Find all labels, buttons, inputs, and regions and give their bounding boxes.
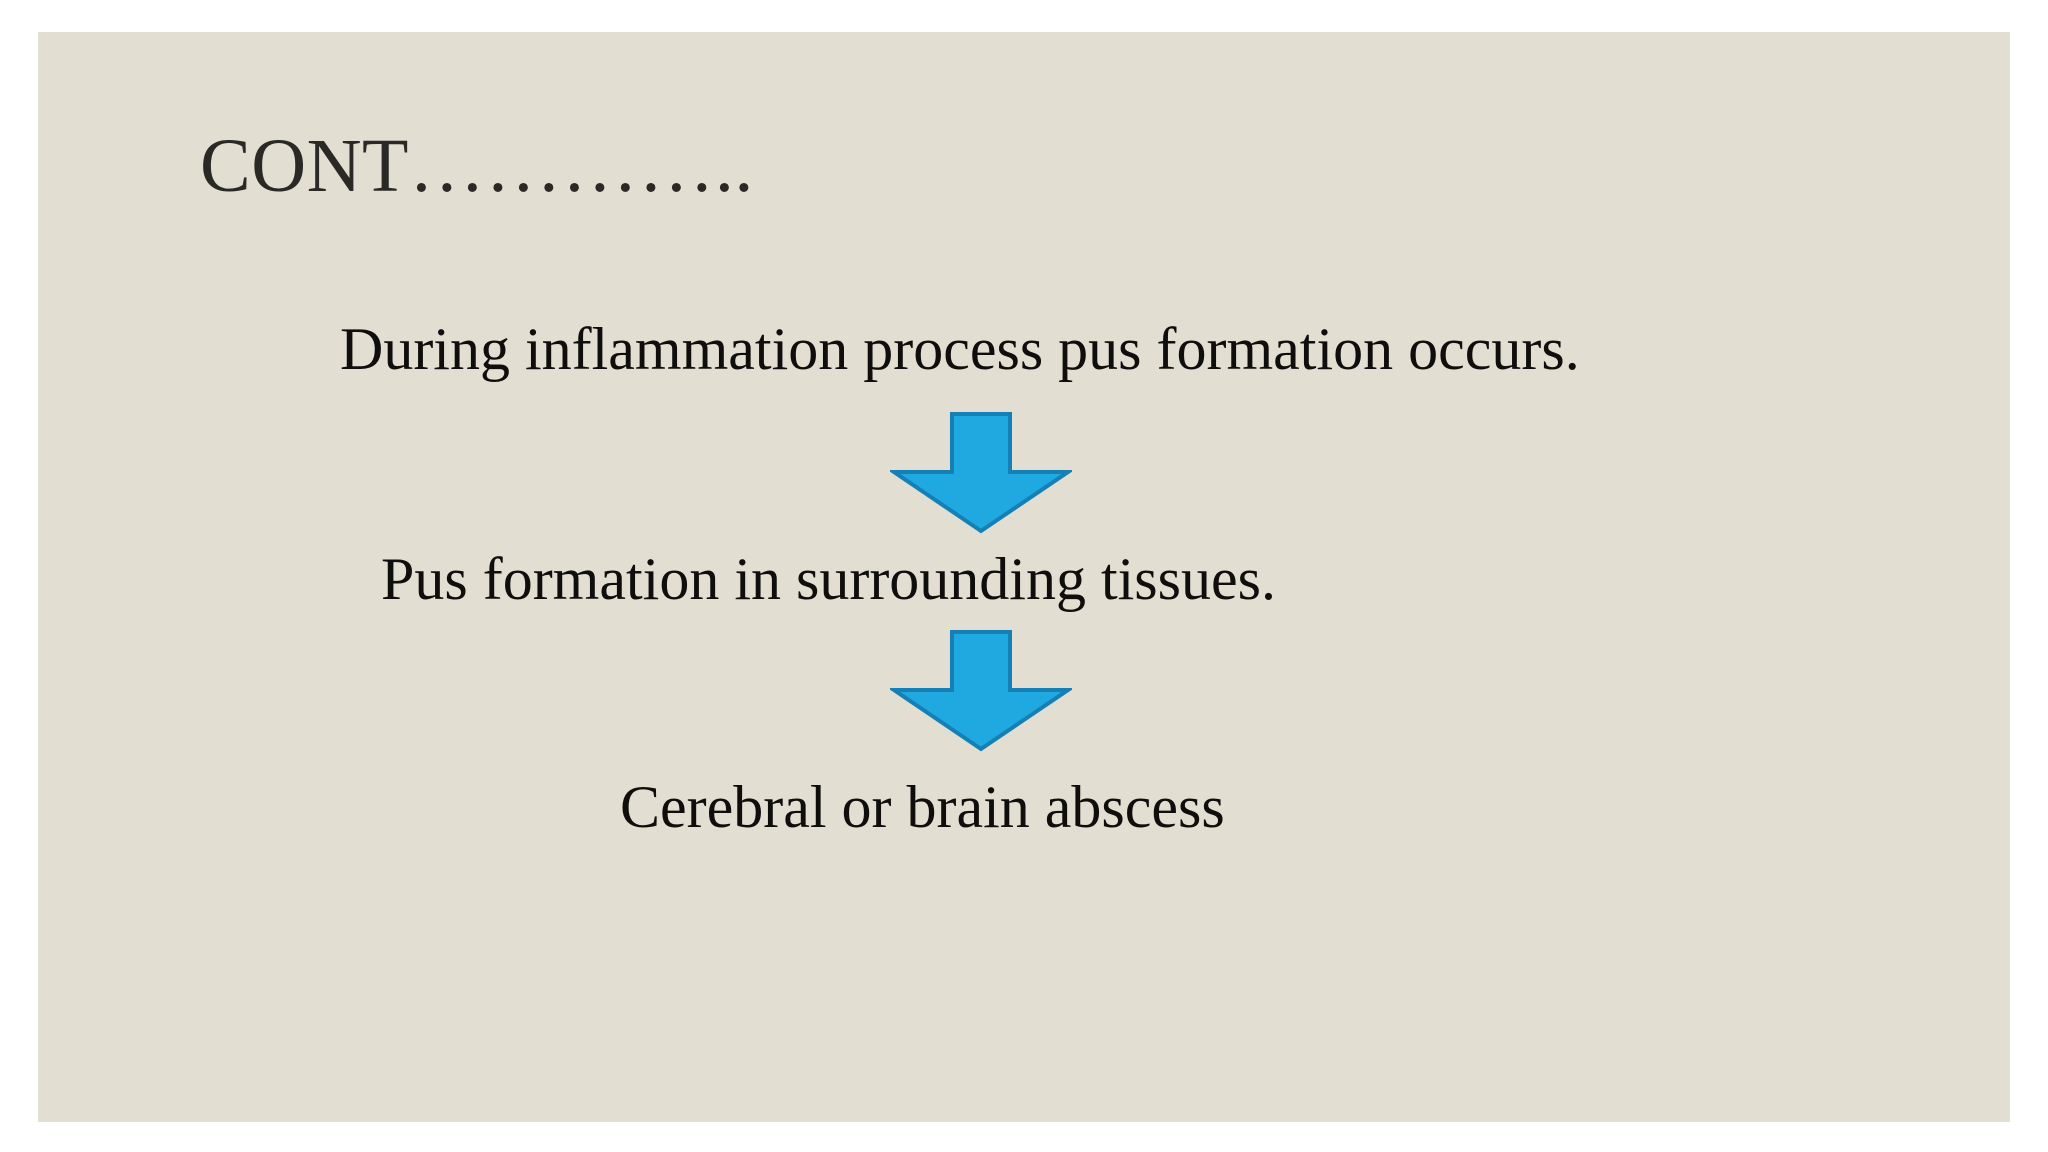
flow-step-2-text: Pus formation in surrounding tissues. bbox=[381, 546, 1276, 612]
flow-step-1-text: During inflammation process pus formatio… bbox=[340, 316, 1580, 382]
page-title: CONT………….. bbox=[200, 124, 754, 208]
down-arrow-icon bbox=[890, 630, 1072, 752]
down-arrow-shape bbox=[890, 412, 1072, 534]
down-arrow-icon bbox=[890, 412, 1072, 534]
flow-step-3-text: Cerebral or brain abscess bbox=[620, 774, 1225, 840]
slide-canvas: CONT………….. During inflammation process p… bbox=[38, 32, 2010, 1122]
down-arrow-shape bbox=[890, 630, 1072, 752]
